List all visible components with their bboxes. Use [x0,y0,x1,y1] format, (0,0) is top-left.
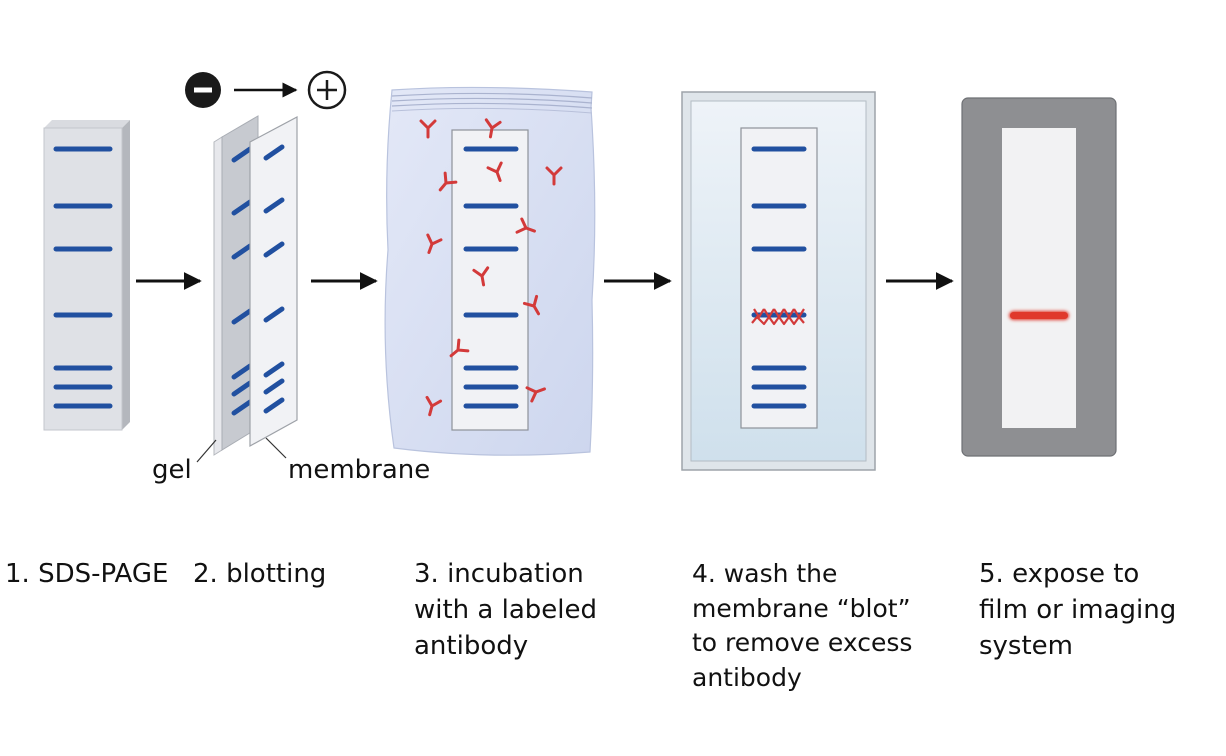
negative-electrode-icon [185,72,221,108]
caption-line: 3. incubation [414,559,584,589]
gel-label: gel [152,455,192,485]
bound-antibody-zigzag [751,315,805,326]
incubation-bag [384,86,596,456]
step-5-caption: 5. expose to film or imaging system [979,557,1176,665]
caption-line: to remove excess [692,628,913,657]
protein-band [263,361,285,378]
antibody-shape [545,166,563,186]
antibody-shape [486,161,503,182]
protein-band [231,363,253,380]
protein-band [263,197,285,214]
antibody-shape [525,386,546,403]
antibody-shape [484,118,502,139]
caption-line: antibody [692,662,802,692]
antibody [515,217,536,234]
antibody-shape [515,217,536,234]
protein-band [231,146,253,163]
incubation-membrane-strip [451,129,529,431]
blotting-membrane [249,116,298,448]
protein-band [263,378,285,395]
caption-line: system [979,630,1073,661]
protein-band [231,308,253,325]
antibody [545,166,563,186]
film-strip [1002,128,1076,428]
protein-band [263,306,285,323]
caption-line: 1. SDS-PAGE [5,559,169,589]
bound-antibodies [751,308,805,326]
antibody [472,266,490,287]
membrane-leader-line [265,437,287,459]
antibody [426,233,443,254]
antibody-shape [449,338,470,358]
antibody [525,386,546,403]
protein-band [263,397,285,414]
caption-line: 2. blotting [193,559,327,589]
step-3-caption: 3. incubation with a labeled antibody [414,557,597,665]
antibody [438,171,458,192]
caption-line: membrane “blot” [692,593,911,623]
caption-line: 5. expose to [979,559,1140,589]
blotting-gel-slab [213,115,259,456]
membrane-label: membrane [288,455,430,485]
protein-band [263,144,285,161]
antibody-shape [426,233,443,254]
positive-electrode-icon [307,70,347,110]
caption-line: film or imaging [979,594,1177,625]
step-4-caption: 4. wash the membrane “blot” to remove ex… [692,557,912,695]
protein-band [231,380,253,397]
antibody-shape [419,119,437,139]
imaging-system [961,97,1117,457]
incubation-bands [463,146,519,409]
blotting-gel-bands [231,146,253,416]
caption-line: 4. wash the [692,559,838,588]
step-1-caption: 1. SDS-PAGE [5,557,168,593]
antibody [522,294,540,316]
bound-antibody [753,308,765,319]
antibody [425,395,443,417]
protein-band [231,199,253,216]
protein-band [231,399,253,416]
gel-leader-line [196,439,217,463]
washed-bands [751,146,807,409]
washed-membrane-strip [740,127,818,429]
polarity-indicator [185,70,347,110]
antibody-shape [438,171,458,192]
caption-line: with a labeled [414,594,598,625]
antibody-shape [472,266,490,287]
protein-band [231,243,253,260]
protein-band [263,241,285,258]
sds-page-gel [43,120,130,431]
blotting-membrane-bands [263,144,285,414]
free-antibodies [419,118,563,417]
antibody-shape [425,395,443,417]
antibody [419,119,437,139]
antibody [449,338,470,358]
step-2-caption: 2. blotting [193,557,326,593]
antibody-shape [522,294,540,316]
wash-tray [681,91,876,471]
gel-bands [53,146,113,409]
antibody [484,118,502,139]
antibody [486,161,503,182]
caption-line: antibody [414,630,529,661]
